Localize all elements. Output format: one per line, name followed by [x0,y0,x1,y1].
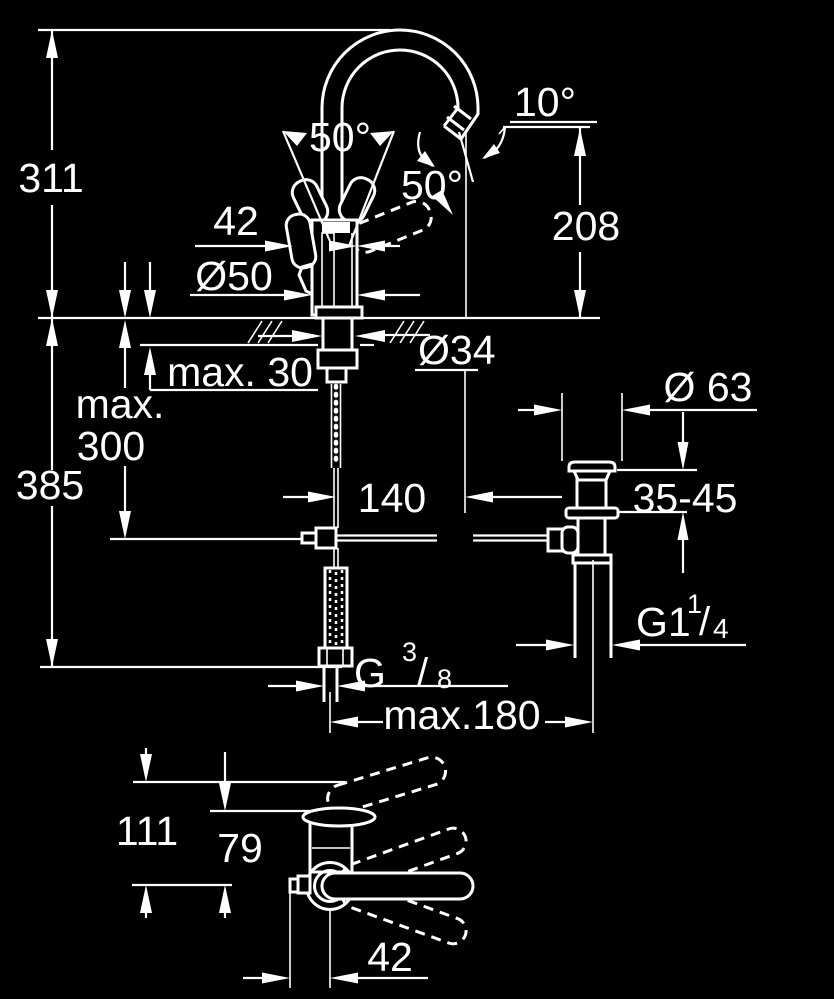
shank-reducer [325,366,348,384]
dim-d50-label: Ø50 [195,253,273,299]
rod-end-nub [300,531,318,545]
deck-hatching [247,320,425,344]
aerator-band [446,115,465,132]
dim-140-label: 140 [358,475,426,521]
lever-angle-annotation [281,130,396,247]
top-view-dimensions: 111 79 42 [116,748,428,988]
aerator-band [453,104,472,121]
faucet-side-view [281,28,597,320]
waste-plug-cap [567,460,617,473]
dim-3545-label: 35-45 [633,475,738,521]
pop-up-waste [546,460,620,733]
dim-g114-label: G1 1 / 4 [636,589,729,645]
top-view-lever-swing-up [340,826,468,892]
dim-max180-label: max.180 [383,692,540,738]
reference-lines [38,28,600,669]
cartridge-cap [322,222,350,233]
waste-ring [571,553,613,565]
lever-handle [284,212,318,270]
dim-max30-label: max. 30 [167,349,313,395]
dim-max300-label-line2: 300 [77,423,145,469]
mounting-nut [316,348,359,370]
aerator-face [443,124,462,141]
rod-tee-connector [314,526,338,550]
dim-d34-label: Ø34 [418,327,496,373]
dim-42-offset-label: 42 [367,934,413,980]
pop-up-rod [336,534,548,542]
dim-385-label: 385 [16,462,84,508]
spout-outer-edge [320,28,480,220]
waste-lower-body [576,516,607,557]
hose-nut [317,646,354,668]
top-view-lever-cap [301,806,377,828]
spout-inner-edge [340,48,460,220]
dim-42-body-label: 42 [213,198,259,244]
dim-208-label: 208 [552,203,620,249]
outlet-nub [297,262,313,296]
dim-79-label: 79 [217,825,263,871]
dim-50deg-lever-label: 50° [309,114,371,160]
base-flange [314,305,364,320]
dim-111-label: 111 [116,808,178,854]
below-deck-assembly [300,316,620,733]
waste-upper-body [575,478,608,510]
top-view-lever-swing-down [340,880,468,946]
dim-max300-label-line1: max. [76,381,165,427]
dim-g38-label: G 3 / 8 [354,637,452,696]
dim-d63-label: Ø 63 [664,364,753,410]
dim-311-label: 311 [18,155,83,201]
dim-50deg-spout-label: 50° [401,162,463,208]
side-view-dimensions: 311 385 max. 300 max. 30 42 Ø50 [16,30,757,738]
top-view-lever-horizontal [320,871,475,901]
faucet-top-view [288,755,475,946]
mounting-shank [321,316,354,352]
dim-10deg-label: 10° [514,79,576,125]
spout-swivel-annotation [417,120,597,318]
